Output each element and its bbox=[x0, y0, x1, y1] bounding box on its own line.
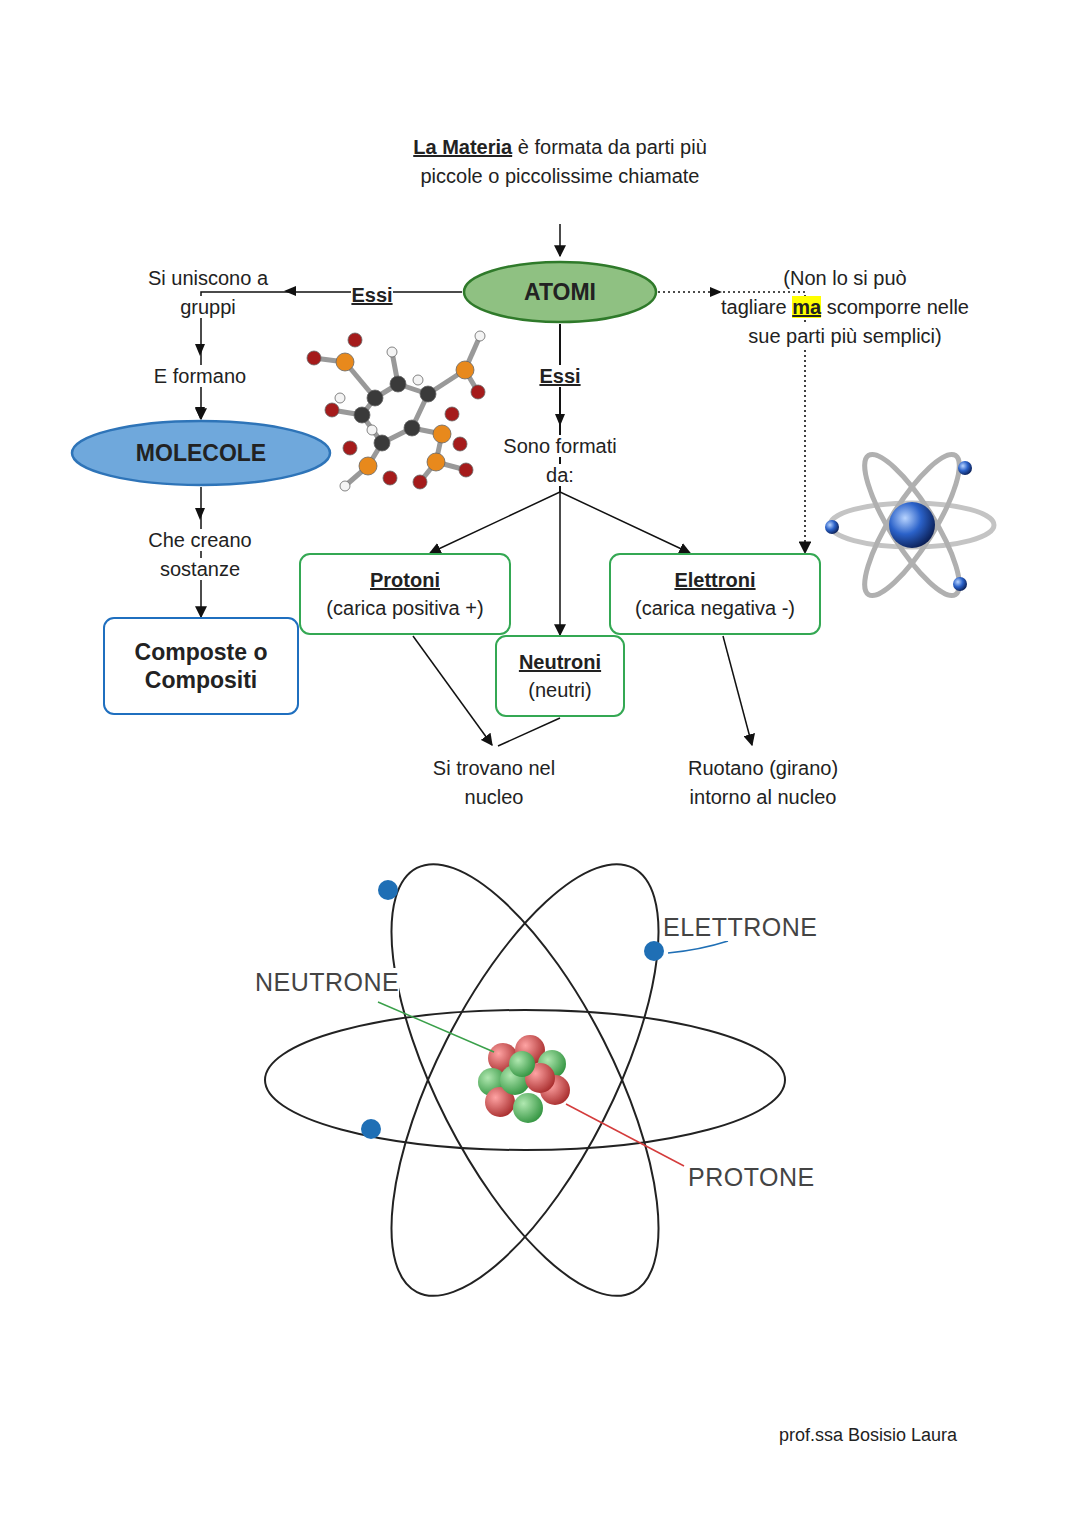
flow-arrow bbox=[723, 636, 752, 745]
text-label: ma bbox=[792, 296, 821, 318]
ellipse-shape bbox=[464, 262, 656, 322]
flow-text: Si trovano nel nucleo bbox=[414, 754, 574, 812]
text-label: La Materia bbox=[413, 136, 512, 158]
molecule-ellipse: MOLECOLE bbox=[70, 419, 332, 487]
node-title: ATOMI bbox=[524, 278, 596, 306]
note-text: (Non lo si può tagliaremascomporre nelle… bbox=[720, 264, 970, 351]
signature: prof.ssa Bosisio Laura bbox=[779, 1420, 999, 1450]
atom-ellipse: ATOMI bbox=[462, 260, 658, 324]
flow-text: Che creano sostanze bbox=[135, 526, 265, 584]
flow-connector bbox=[201, 292, 462, 419]
text-label: Ruotano (girano) intorno al nucleo bbox=[688, 757, 838, 808]
flow-text: Si uniscono a gruppi bbox=[138, 264, 278, 322]
intro-text: La Materiaè formata da parti più piccole… bbox=[390, 133, 730, 191]
particle-box: Elettroni(carica negativa -) bbox=[609, 553, 821, 635]
node-title: Composte o Compositi bbox=[121, 638, 281, 694]
flow-arrowhead bbox=[195, 508, 205, 520]
text-label: E formano bbox=[154, 365, 246, 387]
node-body: (carica positiva +) bbox=[326, 594, 483, 622]
part-name: NEUTRONE bbox=[255, 968, 415, 999]
part-label: NEUTRONE bbox=[255, 968, 399, 996]
result-box: Composte o Compositi bbox=[103, 617, 299, 715]
part-name: PROTONE bbox=[688, 1163, 848, 1194]
part-label: PROTONE bbox=[688, 1163, 815, 1191]
text-label: Si trovano nel nucleo bbox=[433, 757, 555, 808]
nucleus bbox=[478, 1035, 570, 1123]
ellipse-shape bbox=[72, 421, 330, 485]
leader-line bbox=[566, 1104, 684, 1166]
flow-text: Sono formati da: bbox=[490, 432, 630, 490]
node-title: Neutroni bbox=[519, 648, 601, 676]
flow-arrowhead bbox=[195, 344, 205, 356]
flow-arrow bbox=[413, 636, 492, 745]
text-label: prof.ssa Bosisio Laura bbox=[779, 1425, 957, 1445]
electron bbox=[361, 880, 664, 1139]
text-label: Essi bbox=[351, 284, 392, 306]
leader-line bbox=[668, 941, 728, 953]
text-label: Si uniscono a gruppi bbox=[148, 267, 268, 318]
molecule-illustration bbox=[314, 336, 480, 486]
flow-text: E formano bbox=[130, 362, 270, 391]
text-label: Essi bbox=[539, 365, 580, 387]
flow-arrow bbox=[559, 224, 561, 256]
flow-connector bbox=[200, 487, 202, 617]
part-label: ELETTRONE bbox=[663, 913, 818, 941]
flow-arrowhead bbox=[195, 407, 205, 419]
atom-model bbox=[265, 828, 785, 1332]
atom-icon bbox=[825, 444, 994, 606]
node-body: (carica negativa -) bbox=[635, 594, 795, 622]
particle-box: Neutroni(neutri) bbox=[495, 635, 625, 717]
flow-word: Essi bbox=[520, 362, 600, 391]
text-label: Sono formati da: bbox=[503, 435, 616, 486]
flow-arrowhead bbox=[284, 286, 296, 296]
part-name: ELETTRONE bbox=[663, 913, 823, 944]
text-label: Che creano sostanze bbox=[148, 529, 251, 580]
flow-arrow bbox=[498, 718, 560, 746]
molecule-atoms bbox=[307, 331, 485, 491]
node-title: Protoni bbox=[370, 566, 440, 594]
particle-box: Protoni(carica positiva +) bbox=[299, 553, 511, 635]
leader-line bbox=[378, 1002, 494, 1052]
flow-word: Essi bbox=[332, 281, 412, 310]
node-body: (neutri) bbox=[528, 676, 591, 704]
node-title: MOLECOLE bbox=[136, 439, 266, 467]
flow-text: Ruotano (girano) intorno al nucleo bbox=[663, 754, 863, 812]
node-title: Elettroni bbox=[674, 566, 755, 594]
